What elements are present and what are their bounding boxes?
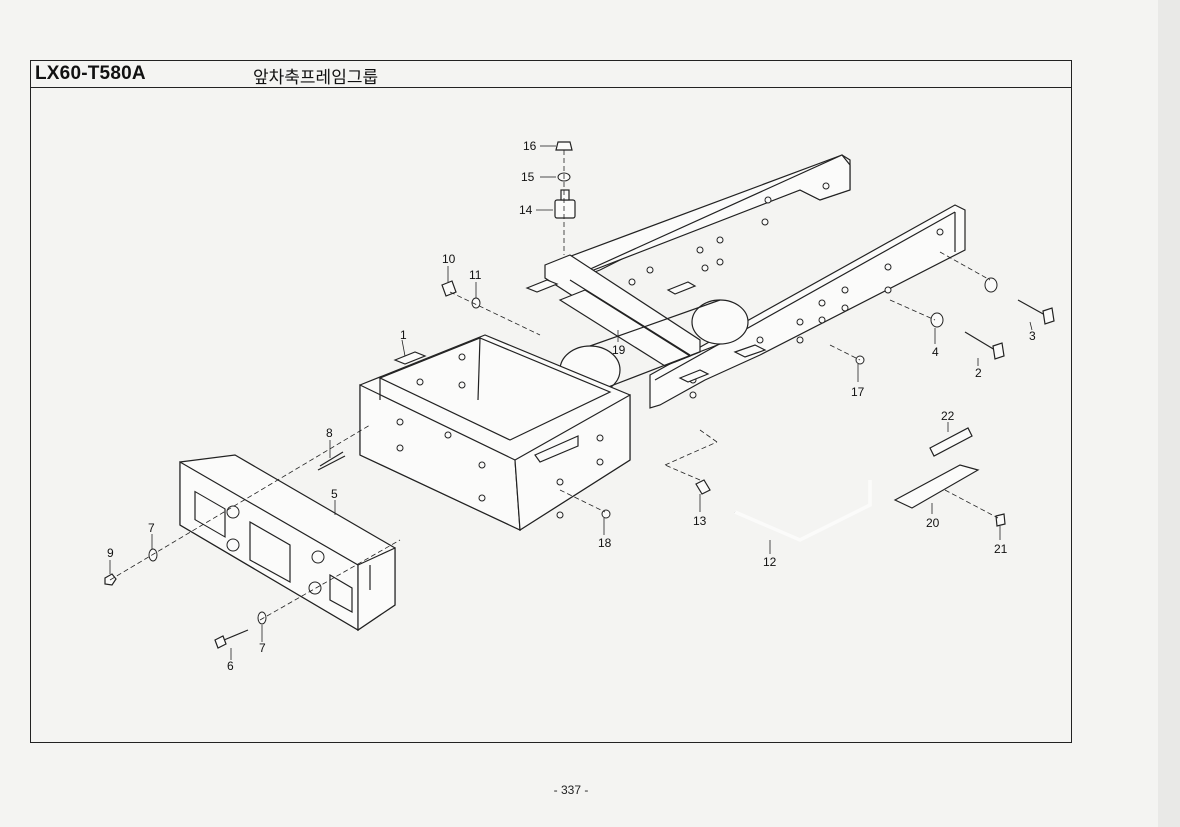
callout-5: 5 xyxy=(331,487,338,501)
front-frame-box xyxy=(359,334,631,532)
callout-16: 16 xyxy=(523,139,537,153)
side-rail-right xyxy=(649,204,966,409)
callout-13: 13 xyxy=(693,514,707,528)
callout-8: 8 xyxy=(326,426,333,440)
front-weight xyxy=(179,454,396,632)
callout-20: 20 xyxy=(926,516,940,530)
callout-7a: 7 xyxy=(148,521,155,535)
bracket-20-22 xyxy=(893,427,1006,527)
callout-21: 21 xyxy=(994,542,1008,556)
page-number: - 337 - xyxy=(553,783,589,797)
callout-9: 9 xyxy=(107,546,114,560)
washer-7 xyxy=(148,548,267,625)
washer-4 xyxy=(930,277,998,328)
group-title: 앞차축프레임그룹 xyxy=(253,68,379,88)
callout-19: 19 xyxy=(612,343,626,357)
plug-17-18 xyxy=(601,355,865,519)
mount-14 xyxy=(554,189,576,219)
callout-1: 1 xyxy=(400,328,407,342)
assembly-lines xyxy=(109,150,999,621)
callout-22: 22 xyxy=(941,409,955,423)
leader-lines xyxy=(109,145,1033,660)
callout-17: 17 xyxy=(851,385,865,399)
side-rail-left xyxy=(554,154,851,286)
callout-7b: 7 xyxy=(259,641,266,655)
callout-14: 14 xyxy=(519,203,533,217)
bolt-8 xyxy=(317,451,346,471)
diagram-frame: LX60-T580A 앞차축프레임그룹 xyxy=(30,60,1072,743)
nut-16 xyxy=(555,141,573,151)
callout-18: 18 xyxy=(598,536,612,550)
callout-15: 15 xyxy=(521,170,535,184)
callout-3: 3 xyxy=(1029,329,1036,343)
model-code: LX60-T580A xyxy=(35,63,146,84)
callout-12: 12 xyxy=(763,555,777,569)
callout-2: 2 xyxy=(975,366,982,380)
callout-4: 4 xyxy=(932,345,939,359)
callout-6: 6 xyxy=(227,659,234,673)
callout-10: 10 xyxy=(442,252,456,266)
callout-labels: 1 2 3 4 5 6 7 7 8 9 10 11 12 13 14 15 16… xyxy=(107,139,1036,673)
bolt-6 xyxy=(214,629,249,649)
mounting-tabs xyxy=(393,279,767,383)
header-divider xyxy=(31,87,1071,88)
bolt-10 xyxy=(441,280,457,297)
axle-housing xyxy=(559,299,749,395)
pipe-12 xyxy=(695,479,872,542)
callout-11: 11 xyxy=(469,268,482,282)
bolts-2-3 xyxy=(964,299,1055,360)
page-edge-shadow xyxy=(1158,0,1180,827)
